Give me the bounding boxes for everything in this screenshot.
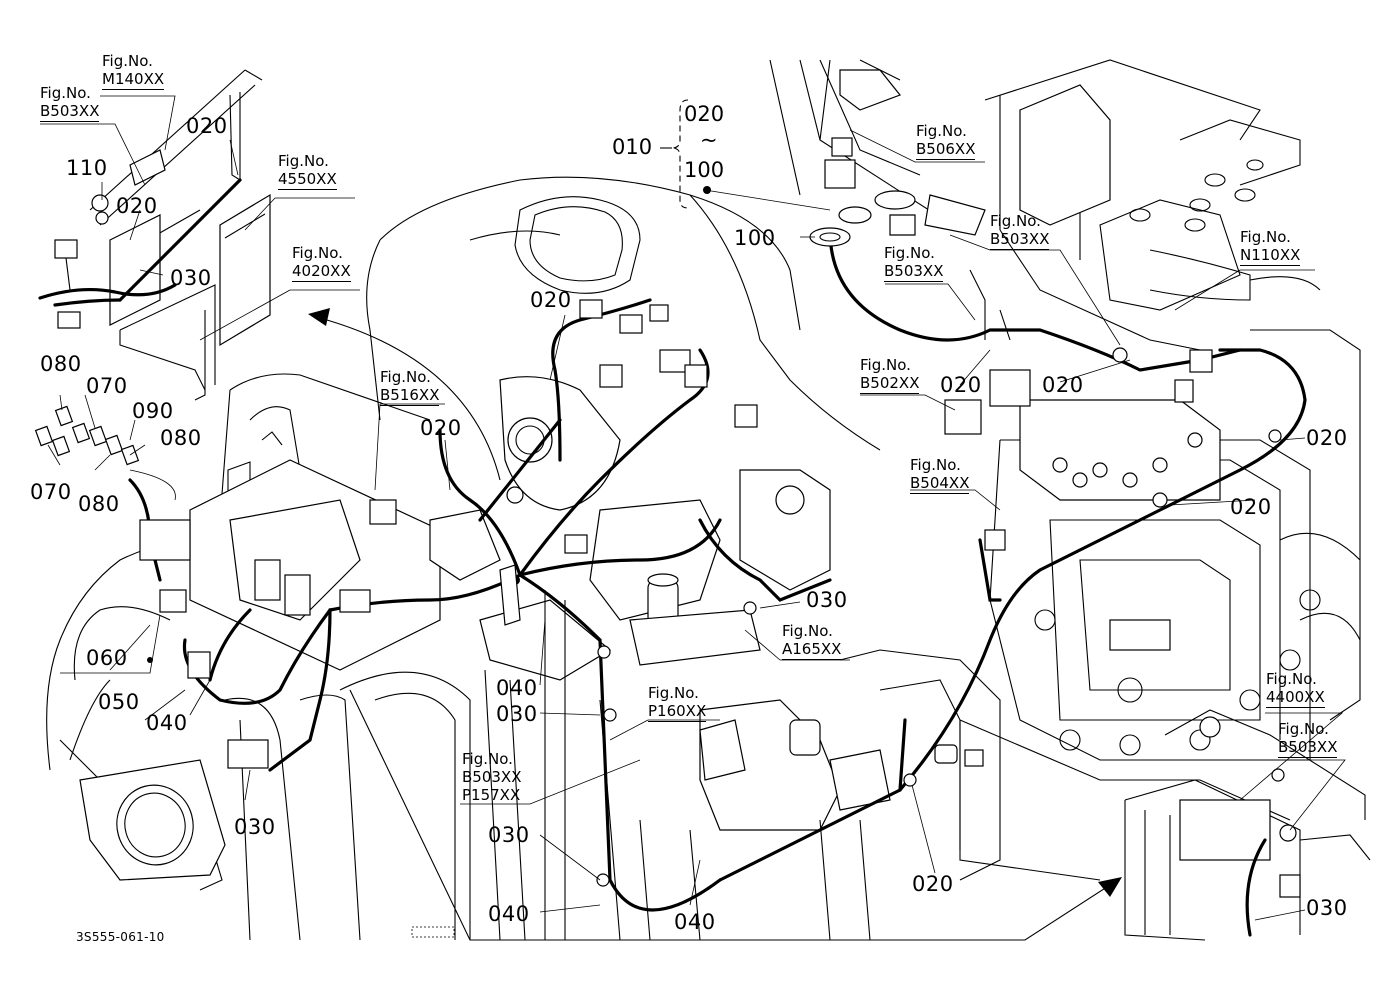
fig-label: Fig.No. — [380, 368, 431, 386]
part-label-020[interactable]: 020 — [912, 872, 954, 896]
fig-ref-b503-center[interactable]: Fig.No. B503XX — [884, 244, 944, 282]
fig-number: B502XX — [860, 374, 920, 394]
fig-label: Fig.No. — [278, 152, 329, 170]
fig-label: Fig.No. — [462, 750, 513, 768]
part-label-040[interactable]: 040 — [146, 711, 188, 735]
fig-ref-b503-topleft[interactable]: Fig.No. B503XX — [40, 84, 100, 122]
part-label-020[interactable]: 020 — [1306, 426, 1348, 450]
part-label-020[interactable]: 020 — [420, 416, 462, 440]
range-tilde: ~ — [700, 128, 718, 152]
fig-ref-b516[interactable]: Fig.No. B516XX — [380, 368, 440, 406]
fig-number: A165XX — [782, 640, 842, 660]
part-label-030[interactable]: 030 — [170, 266, 212, 290]
fig-label: Fig.No. — [782, 622, 833, 640]
fig-label: Fig.No. — [1266, 670, 1317, 688]
part-label-020[interactable]: 020 — [1042, 373, 1084, 397]
part-label-030[interactable]: 030 — [234, 815, 276, 839]
fig-number: B503XX — [40, 102, 100, 122]
top-left-bracket-assembly — [38, 69, 271, 401]
diagram-code: 3S555-061-10 — [76, 930, 165, 944]
fig-ref-p160[interactable]: Fig.No. P160XX — [648, 684, 707, 722]
fig-number: P160XX — [648, 702, 707, 722]
fig-ref-b503-p157[interactable]: Fig.No. B503XX P157XX — [462, 750, 521, 804]
fig-number: B503XX — [462, 768, 522, 786]
fig-number: 4550XX — [278, 170, 337, 190]
fig-ref-4020[interactable]: Fig.No. 4020XX — [292, 244, 351, 282]
fig-number: N110XX — [1240, 246, 1301, 266]
fig-number: B503XX — [1278, 738, 1338, 758]
fig-number: 4020XX — [292, 262, 351, 282]
leader-lines — [40, 95, 1346, 921]
part-label-040[interactable]: 040 — [488, 902, 530, 926]
wiring-harness — [128, 137, 1307, 912]
range-to-label: 100 — [684, 158, 725, 182]
range-from-label: 020 — [684, 102, 725, 126]
fig-number: 4400XX — [1266, 688, 1325, 708]
fig-ref-b502[interactable]: Fig.No. B502XX — [860, 356, 920, 394]
fig-label: Fig.No. — [102, 52, 153, 70]
fig-label: Fig.No. — [292, 244, 343, 262]
part-label-020[interactable]: 020 — [940, 373, 982, 397]
range-bracket — [660, 99, 689, 209]
part-label-030[interactable]: 030 — [806, 588, 848, 612]
fig-number: M140XX — [102, 70, 165, 90]
stamp-mark — [411, 926, 455, 938]
part-label-100[interactable]: 100 — [734, 226, 776, 250]
part-label-030[interactable]: 030 — [488, 823, 530, 847]
fig-ref-b506[interactable]: Fig.No. B506XX — [916, 122, 976, 160]
fig-label: Fig.No. — [40, 84, 91, 102]
reference-arrows — [308, 308, 1122, 941]
part-label-040[interactable]: 040 — [674, 910, 716, 934]
part-label-050[interactable]: 050 — [98, 690, 140, 714]
range-index-label: 010 — [612, 135, 653, 159]
transmission-housing — [959, 329, 1361, 881]
part-label-020[interactable]: 020 — [530, 288, 572, 312]
fig-number: B504XX — [910, 474, 970, 494]
center-components — [189, 376, 1001, 941]
part-label-080[interactable]: 080 — [40, 352, 82, 376]
part-label-020[interactable]: 020 — [116, 194, 158, 218]
fig-number: B503XX — [884, 262, 944, 282]
part-label-060[interactable]: 060 — [86, 646, 128, 670]
fig-ref-b503-topright[interactable]: Fig.No. B503XX — [990, 212, 1050, 250]
fig-ref-n110[interactable]: Fig.No. N110XX — [1240, 228, 1301, 266]
fig-ref-m140[interactable]: Fig.No. M140XX — [102, 52, 165, 90]
fuse-cluster — [34, 405, 140, 466]
fig-number: B503XX — [990, 230, 1050, 250]
part-label-020[interactable]: 020 — [186, 114, 228, 138]
part-label-110[interactable]: 110 — [66, 156, 108, 180]
part-label-070[interactable]: 070 — [86, 374, 128, 398]
fig-number-2: P157XX — [462, 786, 521, 804]
fig-label: Fig.No. — [884, 244, 935, 262]
fig-ref-4400[interactable]: Fig.No. 4400XX — [1266, 670, 1325, 708]
hood-outline — [366, 176, 881, 451]
part-label-080[interactable]: 080 — [160, 426, 202, 450]
part-label-090[interactable]: 090 — [132, 399, 174, 423]
fig-number: B506XX — [916, 140, 976, 160]
part-label-080[interactable]: 080 — [78, 492, 120, 516]
fig-label: Fig.No. — [1240, 228, 1291, 246]
cab-outline — [46, 373, 471, 941]
part-label-030[interactable]: 030 — [1306, 896, 1348, 920]
part-label-020[interactable]: 020 — [1230, 495, 1272, 519]
fig-number: B516XX — [380, 386, 440, 406]
fig-ref-b503-bottomright[interactable]: Fig.No. B503XX — [1278, 720, 1338, 758]
part-label-030[interactable]: 030 — [496, 702, 538, 726]
top-right-frame — [769, 59, 1321, 351]
fig-label: Fig.No. — [916, 122, 967, 140]
fig-label: Fig.No. — [1278, 720, 1329, 738]
part-label-070[interactable]: 070 — [30, 480, 72, 504]
fig-ref-4550[interactable]: Fig.No. 4550XX — [278, 152, 337, 190]
fig-label: Fig.No. — [990, 212, 1041, 230]
fig-label: Fig.No. — [910, 456, 961, 474]
fig-label: Fig.No. — [648, 684, 699, 702]
bottom-right-bracket — [1124, 709, 1371, 941]
fig-label: Fig.No. — [860, 356, 911, 374]
part-label-040[interactable]: 040 — [496, 676, 538, 700]
fig-ref-a165[interactable]: Fig.No. A165XX — [782, 622, 842, 660]
fig-ref-b504[interactable]: Fig.No. B504XX — [910, 456, 970, 494]
